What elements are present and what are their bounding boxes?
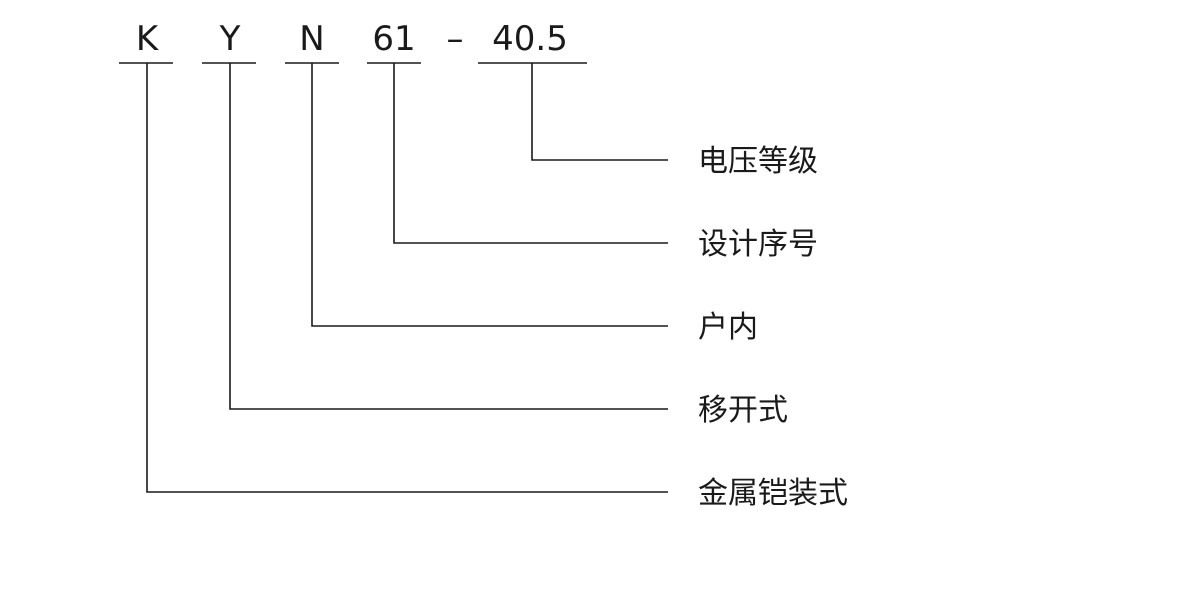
code-letter-k: K [136, 19, 160, 59]
label-withdrawable: 移开式 [698, 393, 788, 428]
leader-design-number [393, 63, 668, 244]
code-voltage-rating: 40.5 [492, 19, 568, 59]
label-indoor: 户内 [698, 310, 758, 345]
code-letter-n: N [299, 19, 324, 59]
leader-indoor [311, 63, 668, 327]
label-metal-clad: 金属铠装式 [698, 476, 848, 511]
code-separator: – [447, 19, 464, 59]
leader-withdrawable [229, 63, 668, 410]
label-voltage-rating: 电压等级 [698, 144, 818, 179]
label-design-number: 设计序号 [698, 227, 818, 262]
code-design-number: 61 [372, 19, 415, 59]
leader-voltage-rating [531, 63, 668, 161]
leader-metal-clad [146, 63, 668, 493]
code-letter-y: Y [219, 19, 241, 59]
